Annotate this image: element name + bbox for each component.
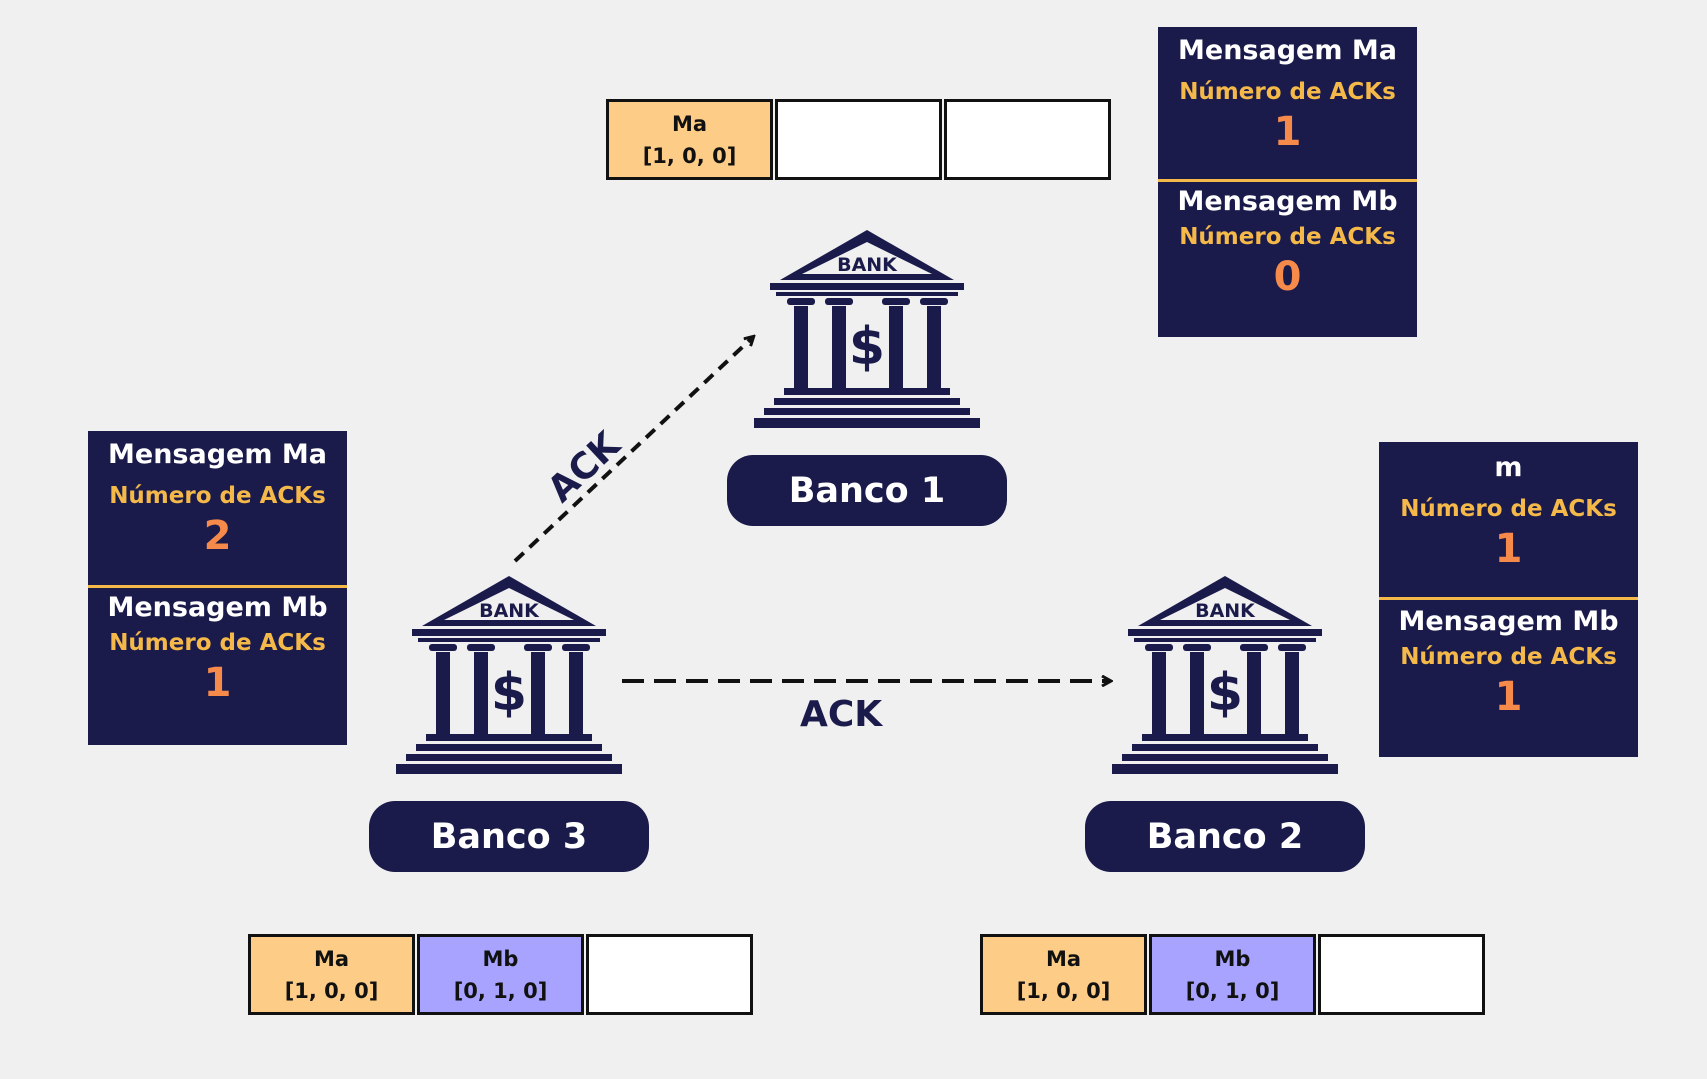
- ack-count-label: Número de ACKs: [1179, 224, 1396, 250]
- ack-label-diagonal: ACK: [540, 424, 629, 511]
- queue-message-vector: [0, 1, 0]: [1185, 978, 1280, 1003]
- message-title: Mensagem Ma: [108, 439, 327, 470]
- queue-cell-empty: [775, 99, 942, 180]
- ack-count-label: Número de ACKs: [1400, 644, 1617, 670]
- bank-building-icon: BANK $: [396, 576, 622, 774]
- queue-message-name: Ma: [671, 111, 708, 136]
- queue-banco2: Ma [1, 0, 0] Mb [0, 1, 0]: [980, 934, 1485, 1015]
- queue-message-vector: [1, 0, 0]: [1016, 978, 1111, 1003]
- ack-section-ma: Mensagem Ma Número de ACKs 1: [1158, 27, 1417, 182]
- queue-message-name: Mb: [482, 946, 519, 971]
- message-title: Mensagem Ma: [1178, 35, 1397, 66]
- ack-count-value: 2: [203, 513, 232, 559]
- queue-banco1: Ma [1, 0, 0]: [606, 99, 1111, 180]
- ack-section-mb: Mensagem Mb Número de ACKs 1: [1379, 600, 1638, 757]
- svg-text:$: $: [1207, 663, 1243, 723]
- ack-panel-banco2: m Número de ACKs 1 Mensagem Mb Número de…: [1379, 442, 1638, 757]
- queue-message-vector: [1, 0, 0]: [284, 978, 379, 1003]
- bank-sign-text: BANK: [1195, 600, 1256, 622]
- queue-cell: Ma [1, 0, 0]: [248, 934, 415, 1015]
- queue-message-vector: [0, 1, 0]: [453, 978, 548, 1003]
- queue-cell: Ma [1, 0, 0]: [980, 934, 1147, 1015]
- bank-sign-text: BANK: [479, 600, 540, 622]
- ack-section-mb: Mensagem Mb Número de ACKs 1: [88, 588, 347, 745]
- ack-count-label: Número de ACKs: [1179, 79, 1396, 105]
- svg-text:$: $: [849, 317, 885, 377]
- bank-label-banco2: Banco 2: [1085, 801, 1365, 872]
- queue-message-name: Ma: [313, 946, 350, 971]
- ack-section-mb: Mensagem Mb Número de ACKs 0: [1158, 182, 1417, 337]
- queue-cell-empty: [944, 99, 1111, 180]
- ack-count-value: 1: [203, 660, 232, 706]
- bank-building-icon: BANK $: [754, 230, 980, 428]
- ack-panel-banco1: Mensagem Ma Número de ACKs 1 Mensagem Mb…: [1158, 27, 1417, 337]
- message-title: Mensagem Mb: [1177, 186, 1398, 217]
- ack-section-ma: m Número de ACKs 1: [1379, 442, 1638, 600]
- queue-cell: Mb [0, 1, 0]: [1149, 934, 1316, 1015]
- bank-sign-text: BANK: [837, 254, 898, 276]
- message-title: m: [1494, 452, 1523, 483]
- queue-message-vector: [1, 0, 0]: [642, 143, 737, 168]
- ack-count-label: Número de ACKs: [1400, 496, 1617, 522]
- ack-section-ma: Mensagem Ma Número de ACKs 2: [88, 431, 347, 588]
- queue-cell: Mb [0, 1, 0]: [417, 934, 584, 1015]
- ack-count-value: 1: [1273, 109, 1302, 155]
- ack-panel-banco3: Mensagem Ma Número de ACKs 2 Mensagem Mb…: [88, 431, 347, 745]
- ack-count-label: Número de ACKs: [109, 630, 326, 656]
- queue-cell: Ma [1, 0, 0]: [606, 99, 773, 180]
- ack-count-label: Número de ACKs: [109, 483, 326, 509]
- queue-cell-empty: [1318, 934, 1485, 1015]
- svg-text:$: $: [491, 663, 527, 723]
- queue-cell-empty: [586, 934, 753, 1015]
- ack-count-value: 0: [1273, 254, 1302, 300]
- bank-building-icon: BANK $: [1112, 576, 1338, 774]
- queue-banco3: Ma [1, 0, 0] Mb [0, 1, 0]: [248, 934, 753, 1015]
- message-title: Mensagem Mb: [107, 592, 328, 623]
- bank-label-banco1: Banco 1: [727, 455, 1007, 526]
- ack-arrow-banco3-to-banco1: [513, 337, 753, 563]
- ack-count-value: 1: [1494, 526, 1523, 572]
- ack-label-horizontal: ACK: [800, 694, 883, 735]
- bank-label-banco3: Banco 3: [369, 801, 649, 872]
- ack-count-value: 1: [1494, 674, 1523, 720]
- queue-message-name: Ma: [1045, 946, 1082, 971]
- message-title: Mensagem Mb: [1398, 606, 1619, 637]
- queue-message-name: Mb: [1214, 946, 1251, 971]
